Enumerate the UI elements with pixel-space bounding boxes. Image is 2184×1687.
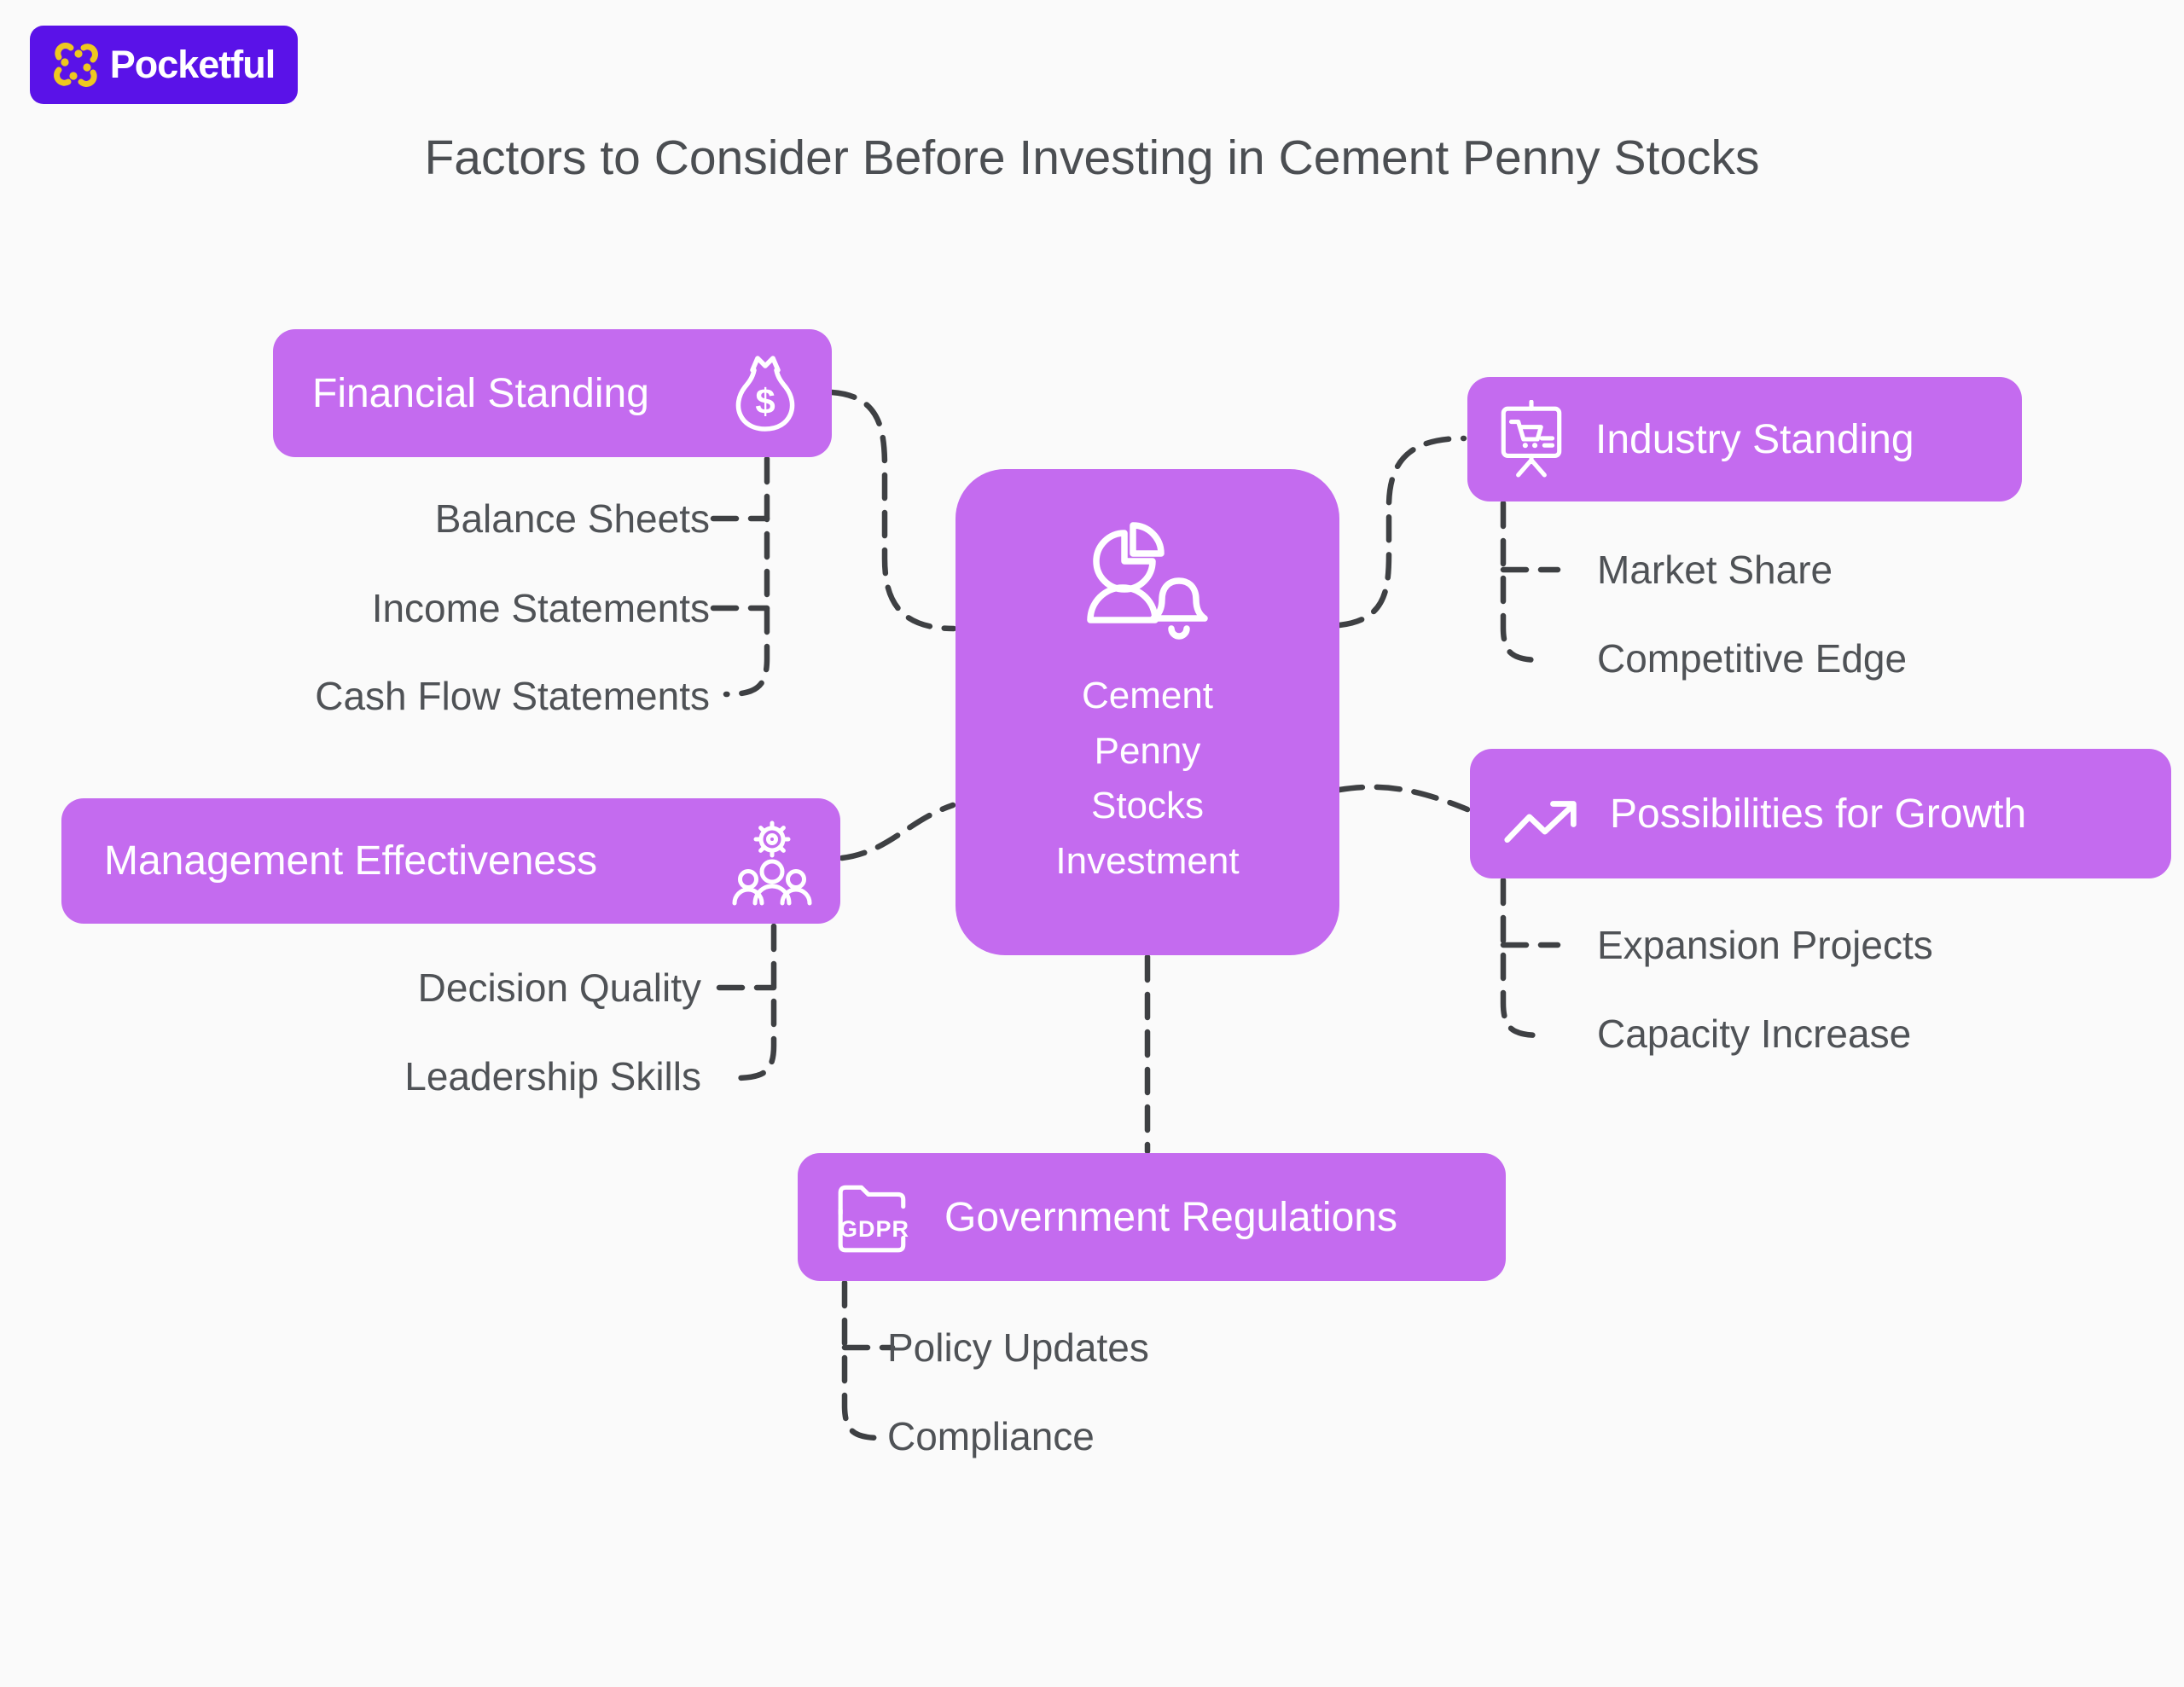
svg-text:$: $ bbox=[755, 381, 775, 421]
node-label: Financial Standing bbox=[312, 370, 649, 416]
page-title: Factors to Consider Before Investing in … bbox=[424, 130, 1760, 185]
node-label: Government Regulations bbox=[944, 1194, 1397, 1240]
item-leadership-skills: Leadership Skills bbox=[404, 1054, 701, 1099]
item-market-share: Market Share bbox=[1597, 548, 1833, 592]
node-label: Management Effectiveness bbox=[104, 838, 598, 884]
item-decision-quality: Decision Quality bbox=[417, 965, 701, 1010]
pocketful-flower-icon bbox=[53, 43, 98, 87]
connector-center-industry bbox=[1336, 435, 1467, 629]
connector-management-center bbox=[839, 802, 956, 861]
item-income-statements: Income Statements bbox=[371, 586, 710, 630]
item-policy-updates: Policy Updates bbox=[887, 1325, 1149, 1370]
branch-government-trunk bbox=[841, 1279, 886, 1441]
trending-up-icon bbox=[1504, 801, 1577, 844]
branch-growth-trunk bbox=[1500, 877, 1546, 1039]
gdpr-folder-icon: GDPR bbox=[834, 1178, 914, 1256]
node-label: Industry Standing bbox=[1595, 416, 1914, 462]
pocketful-logo: Pocketful bbox=[30, 26, 298, 104]
connector-financial-center bbox=[828, 389, 957, 632]
node-center: Cement Penny Stocks Investment bbox=[956, 469, 1339, 955]
item-balance-sheets: Balance Sheets bbox=[434, 496, 710, 541]
node-government-regulations: GDPR Government Regulations bbox=[798, 1153, 1506, 1281]
node-management-effectiveness: Management Effectiveness bbox=[61, 798, 840, 924]
branch-industry-trunk bbox=[1500, 500, 1546, 664]
item-competitive-edge: Competitive Edge bbox=[1597, 636, 1908, 681]
logo-text: Pocketful bbox=[109, 43, 276, 86]
node-label: Possibilities for Growth bbox=[1610, 791, 2027, 837]
node-financial-standing: Financial Standing $ bbox=[273, 329, 832, 457]
presentation-board-icon bbox=[1501, 400, 1562, 478]
gear-team-icon bbox=[732, 820, 812, 905]
item-expansion-projects: Expansion Projects bbox=[1597, 923, 1933, 967]
item-cash-flow-statements: Cash Flow Statements bbox=[315, 674, 710, 718]
branch-financial-trunk bbox=[723, 455, 770, 698]
branch-management-trunk bbox=[730, 923, 777, 1081]
money-bag-icon: $ bbox=[735, 356, 795, 432]
item-compliance: Compliance bbox=[887, 1414, 1095, 1458]
pie-person-bell-icon bbox=[1087, 522, 1208, 640]
gdpr-label: GDPR bbox=[839, 1216, 910, 1242]
item-capacity-increase: Capacity Increase bbox=[1597, 1012, 1912, 1056]
node-possibilities-for-growth: Possibilities for Growth bbox=[1470, 749, 2171, 878]
center-label: Cement Penny Stocks Investment bbox=[1055, 675, 1240, 883]
connector-center-growth bbox=[1336, 784, 1471, 813]
node-industry-standing: Industry Standing bbox=[1467, 377, 2022, 501]
